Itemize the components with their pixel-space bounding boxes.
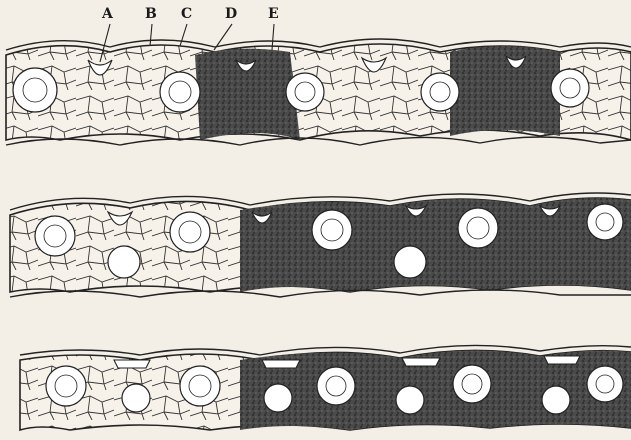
label-e: E — [268, 6, 279, 22]
dark-tissue-right — [450, 46, 560, 136]
label-d: D — [225, 6, 237, 22]
label-a: A — [102, 6, 113, 22]
label-c: C — [181, 6, 192, 22]
dark-tissue-d — [195, 49, 300, 140]
label-b: B — [145, 6, 157, 22]
